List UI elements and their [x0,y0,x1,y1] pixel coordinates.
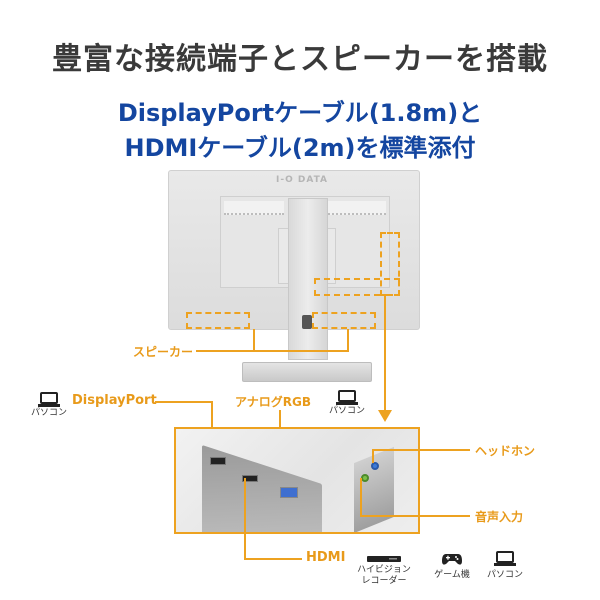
displayport-label: DisplayPort [72,393,157,408]
displayport-pc-label: パソコン [30,408,67,418]
hdmi-pc-label: パソコン [486,570,523,580]
vga-connector [280,487,298,498]
hdmi-label: HDMI [306,550,346,565]
gamepad-icon [442,554,462,565]
hdmi-device-pc: パソコン [482,551,528,581]
analog-rgb-label: アナログRGB [235,395,311,409]
speaker-leader-left [253,329,255,351]
headphone-label: ヘッドホン [475,444,536,458]
audio-in-leader-h [360,515,470,517]
vent-right [324,201,386,215]
recorder-icon [367,556,401,562]
rear-ports-highlight [314,278,400,296]
laptop-icon [38,392,60,407]
laptop-icon [336,390,358,405]
speaker-label: スピーカー [133,345,194,359]
side-port-arrow-line [384,296,386,412]
analog-pc-label: パソコン [328,406,365,416]
port-closeup-panel [174,427,420,534]
vent-left [224,201,284,215]
displayport-leader-h [155,401,213,403]
audio-in-label: 音声入力 [475,510,524,524]
game-label: ゲーム機 [434,570,470,580]
monitor-brand-logo: I-O DATA [276,175,329,185]
audio-in-jack [361,474,369,482]
displayport-connector [210,457,226,465]
speaker-leader-right [347,329,349,351]
headphone-leader-v [372,449,374,463]
recorder-label-1: ハイビジョン [357,565,411,575]
speaker-leader-h [196,350,349,352]
hdmi-connector [242,475,258,482]
subtitle-line-1: DisplayPortケーブル(1.8m)と [117,99,483,127]
displayport-pc-device: パソコン [26,392,72,419]
speaker-highlight-left [186,312,250,329]
hdmi-leader-v [244,478,246,560]
hdmi-leader-h [244,558,302,560]
subtitle-line-2: HDMIケーブル(2m)を標準添付 [124,134,476,162]
headphone-jack [371,462,379,470]
stand-base [242,362,372,382]
hdmi-device-recorder: ハイビジョン レコーダー [356,555,412,587]
recorder-label-2: レコーダー [361,576,407,586]
speaker-highlight-right [312,312,376,329]
cable-hole [302,315,312,329]
headphone-leader-h [372,449,470,451]
analog-pc-device: パソコン [324,390,370,417]
down-arrow-icon [378,410,392,422]
page-title: 豊富な接続端子とスピーカーを搭載 [52,42,548,77]
hdmi-device-game: ゲーム機 [430,553,474,581]
laptop-icon [494,551,516,566]
monitor-rear-illustration: I-O DATA [168,170,420,385]
audio-in-leader-v [360,478,362,516]
